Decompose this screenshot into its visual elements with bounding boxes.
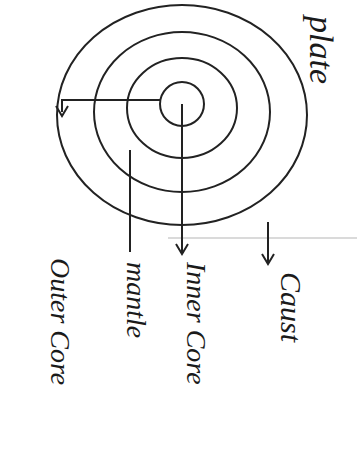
leader-arrow: [176, 104, 188, 254]
layer-label: Inner Core: [182, 262, 210, 385]
leader-arrow: [262, 222, 274, 264]
layer-label: mantle: [122, 262, 150, 338]
leader-line: [129, 150, 131, 252]
layer-label: Outer Core: [46, 258, 74, 385]
leader-arrow: [56, 100, 160, 116]
layer-label: Caust: [276, 272, 306, 342]
ruled-line: [168, 238, 357, 239]
diagram-title: plate: [304, 16, 338, 84]
